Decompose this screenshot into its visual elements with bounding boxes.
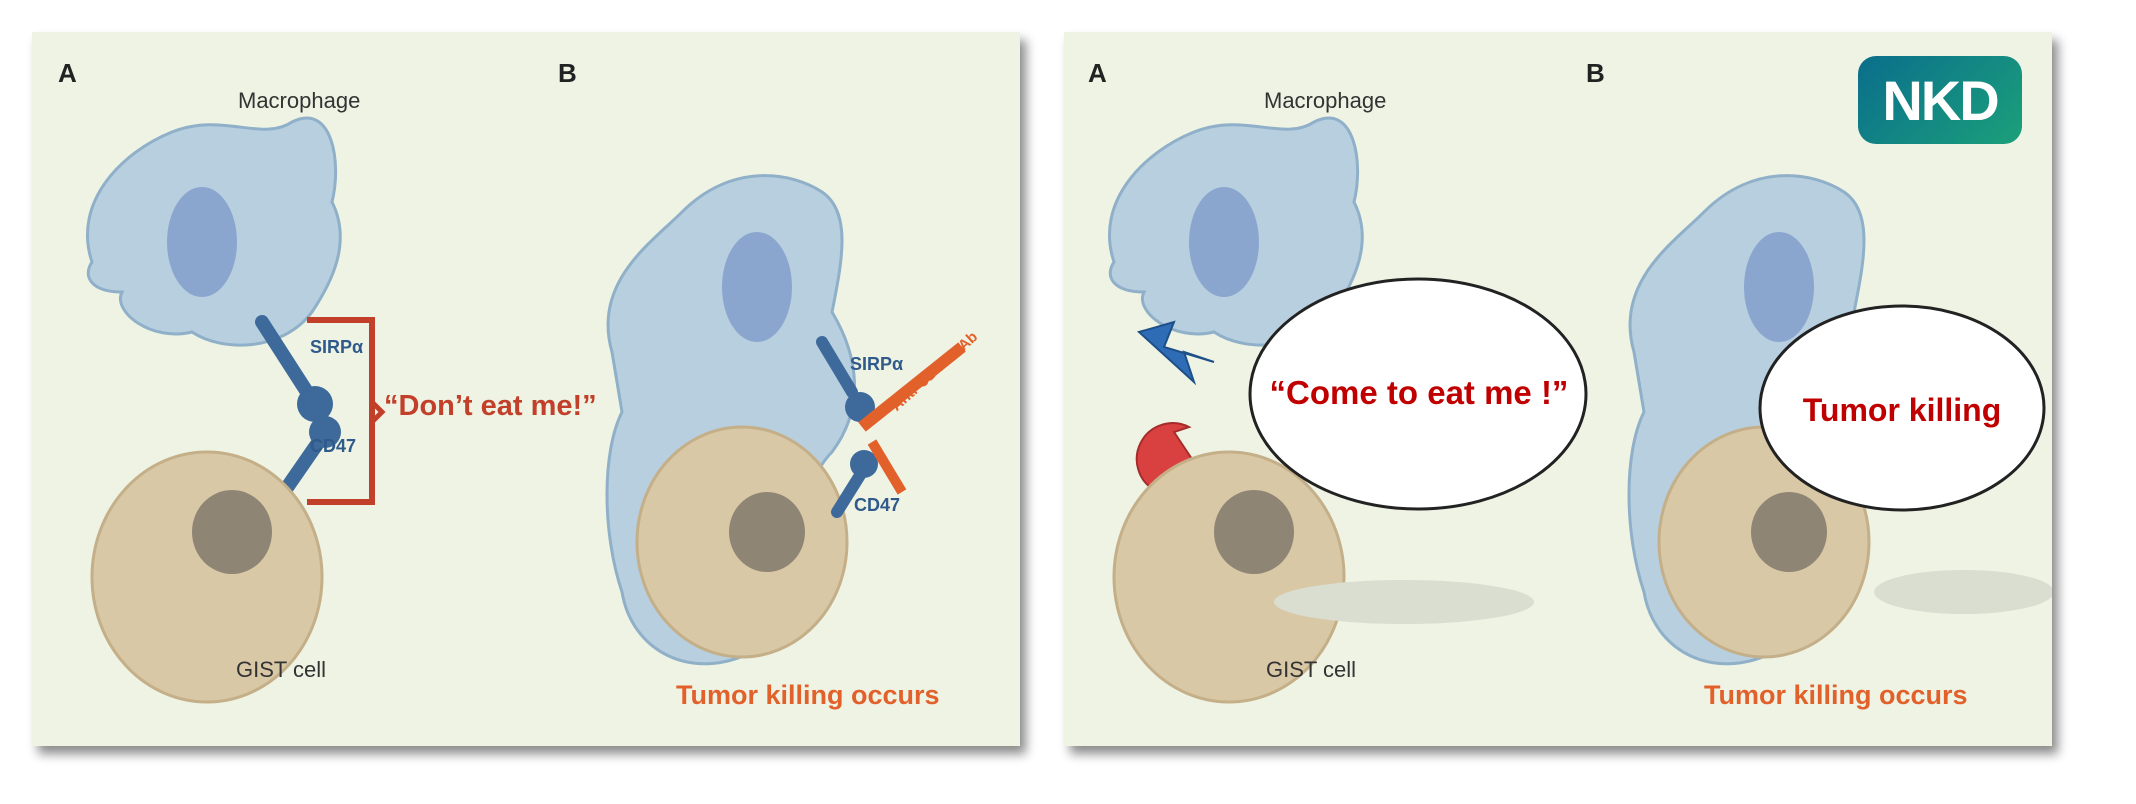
label-b-right: B <box>1586 58 1605 88</box>
tumor-killing-occurs-label: Tumor killing occurs <box>676 680 940 710</box>
bubble-2-text: Tumor killing <box>1802 392 2002 428</box>
gist-cell-label-right: GIST cell <box>1266 657 1357 682</box>
cd47-label-a: CD47 <box>310 436 357 456</box>
speech-bubble-2 <box>1758 304 2046 512</box>
tumor-killing-occurs-label-right: Tumor killing occurs <box>1704 680 1968 710</box>
bubble-1-text: “Come to eat me !” <box>1269 374 1569 411</box>
label-a: A <box>58 58 77 88</box>
speech-bubble-1 <box>1248 277 1588 511</box>
dont-eat-me-label: “Don’t eat me!” <box>384 390 597 422</box>
macrophage-a-nucleus <box>167 187 237 297</box>
gist-cell-label: GIST cell <box>236 657 327 682</box>
macrophage-label-right: Macrophage <box>1264 88 1387 113</box>
nkd-logo: NKD <box>1858 56 2022 144</box>
sirpa-label-b: SIRPα <box>850 354 904 374</box>
right-panel: A B Macrophage GIST cell Tumor killing o… <box>1064 32 2052 746</box>
right-illustration <box>1108 116 2052 704</box>
label-b: B <box>558 58 577 88</box>
left-panel: A B Macrophage SIRPα CD47 “Don’t eat me!… <box>32 32 1020 746</box>
sirpa-label-a: SIRPα <box>310 337 364 357</box>
cd47-label-b: CD47 <box>854 495 901 515</box>
left-illustration <box>86 116 966 704</box>
macrophage-label: Macrophage <box>238 88 361 113</box>
lightning-icon <box>1136 320 1215 386</box>
label-a-right: A <box>1088 58 1107 88</box>
